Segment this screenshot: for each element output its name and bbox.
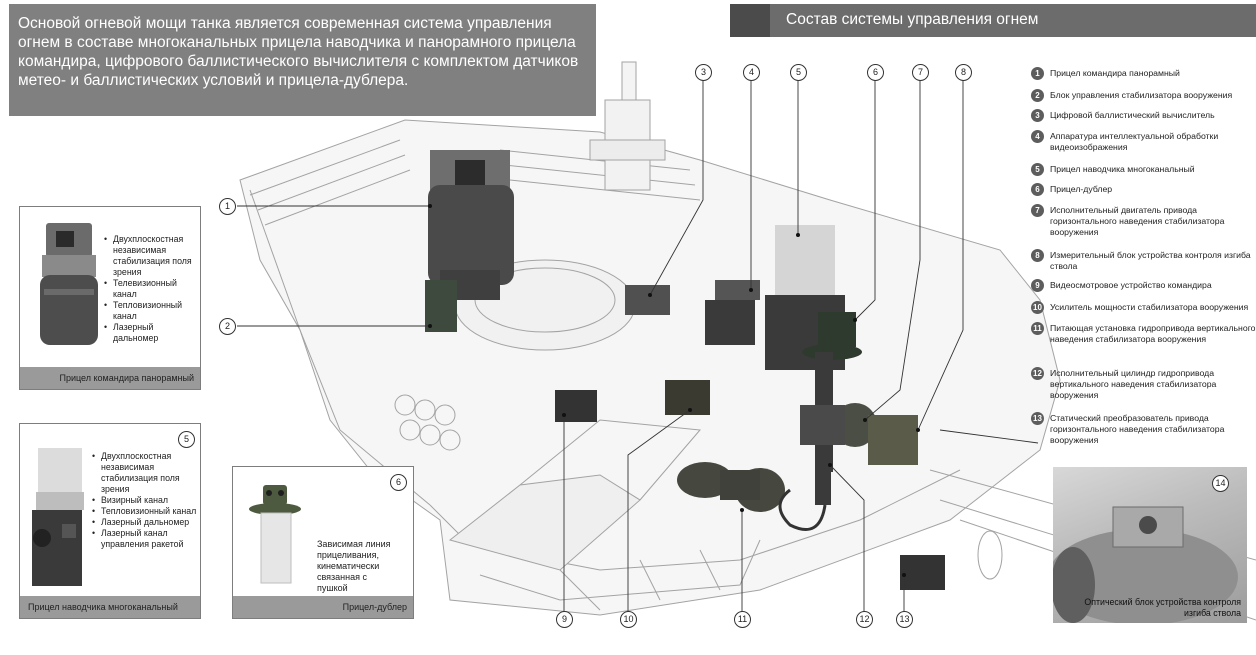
gunner-sight-number: 5 [178,431,195,448]
legend-text: Исполнительный двигатель привода горизон… [1050,205,1225,237]
legend-text: Цифровой баллистический вычислитель [1050,110,1215,120]
backup-sight-number: 6 [390,474,407,491]
legend-number: 2 [1031,89,1044,102]
legend-text: Прицел командира панорамный [1050,68,1180,78]
legend-text: Видеосмотровое устройство командира [1050,280,1212,290]
title-accent [730,4,770,37]
legend-text: Исполнительный цилиндр гидропривода верт… [1050,368,1217,400]
legend-number: 13 [1031,412,1044,425]
backup-sight-image [249,485,301,584]
legend-number: 7 [1031,204,1044,217]
optical-unit-image [1053,506,1238,623]
callout-12: 12 [856,611,873,628]
component-13-static-converter [900,555,945,590]
callout-11: 11 [734,611,751,628]
legend-number: 4 [1031,130,1044,143]
legend-number: 9 [1031,279,1044,292]
callout-8: 8 [955,64,972,81]
feature-item: Лазерный канал управления ракетой [92,528,198,550]
gunner-sight-caption: Прицел наводчика многоканальный [20,596,200,618]
gunner-sight-features: Двухплоскостная независимая стабилизация… [92,451,198,550]
legend-text: Статический преобразователь привода гори… [1050,413,1225,445]
callout-1: 1 [219,198,236,215]
component-3-ballistic-computer [625,285,670,315]
callout-7: 7 [912,64,929,81]
feature-item: Лазерный дальномер [92,517,198,528]
component-4-video-processing [705,280,760,345]
feature-item: Телевизионный канал [104,278,198,300]
optical-unit-caption: Оптический блок устройства контроля изги… [1084,597,1241,618]
legend-number: 12 [1031,367,1044,380]
legend-text: Блок управления стабилизатора вооружения [1050,90,1233,100]
gunner-sight-box: 5 Двухплоскостная независимая стабилизац… [19,423,201,619]
callout-6: 6 [867,64,884,81]
leader-lines [237,80,1039,612]
legend-number: 8 [1031,249,1044,262]
legend-text: Аппаратура интеллектуальной обработки ви… [1050,131,1219,152]
commander-sight-image [40,223,98,345]
legend-text: Усилитель мощности стабилизатора вооруже… [1050,302,1249,312]
commander-sight-features: Двухплоскостная независимая стабилизация… [104,234,198,344]
legend-text: Питающая установка гидропривода вертикал… [1050,323,1256,344]
optical-unit-number: 14 [1212,475,1229,492]
intro-text: Основой огневой мощи танка является совр… [18,15,579,89]
legend-text: Измерительный блок устройства контроля и… [1050,250,1251,271]
legend-text: Прицел-дублер [1050,184,1113,194]
feature-item: Тепловизионный канал [92,506,198,517]
legend-number: 1 [1031,67,1044,80]
component-12-hydraulic-cylinder [778,465,831,531]
backup-sight-box: 6 Зависимая линия прицеливания, кинемати… [232,466,414,619]
commander-sight-caption: Прицел командира панорамный [20,367,200,389]
legend-title-bar: Состав системы управления огнем [730,4,1256,37]
callout-13: 13 [896,611,913,628]
backup-sight-description: Зависимая линия прицеливания, кинематиче… [317,539,391,593]
callout-3: 3 [695,64,712,81]
leader-dots [428,204,920,577]
legend-text: Прицел наводчика многоканальный [1050,164,1195,174]
legend-title: Состав системы управления огнем [786,11,1039,28]
intro-panel: Основой огневой мощи танка является совр… [9,4,596,116]
commander-sight-box: Двухплоскостная независимая стабилизация… [19,206,201,390]
component-11-hydraulic-power-unit [677,462,785,512]
callout-9: 9 [556,611,573,628]
feature-item: Лазерный дальномер [104,322,198,344]
legend-number: 10 [1031,301,1044,314]
callout-10: 10 [620,611,637,628]
component-7-horizontal-drive-motor [800,403,877,447]
callout-5: 5 [790,64,807,81]
component-2-stabilizer-control-unit [425,280,457,332]
component-10-power-amplifier [665,380,710,415]
feature-item: Двухплоскостная независимая стабилизация… [104,234,198,278]
component-1-commander-sight [428,150,514,300]
gunner-sight-image [32,448,84,586]
feature-item: Визирный канал [92,495,198,506]
callout-2: 2 [219,318,236,335]
legend-number: 6 [1031,183,1044,196]
component-9-commander-video-device [555,390,597,422]
legend-number: 3 [1031,109,1044,122]
component-8-barrel-bend-measuring-unit [868,415,918,465]
callout-4: 4 [743,64,760,81]
feature-item: Двухплоскостная независимая стабилизация… [92,451,198,495]
backup-sight-caption: Прицел-дублер [233,596,413,618]
legend-number: 11 [1031,322,1044,335]
legend-number: 5 [1031,163,1044,176]
feature-item: Тепловизионный канал [104,300,198,322]
optical-unit-photo: 14 Оптический блок устройства контроля и… [1053,467,1247,623]
